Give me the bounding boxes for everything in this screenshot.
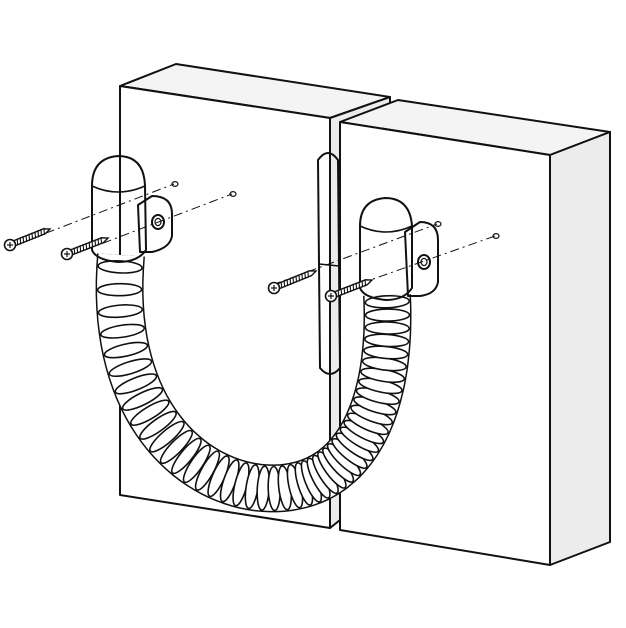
drill-hole [229, 191, 237, 198]
hose-rib [97, 304, 144, 319]
hose-rib [99, 323, 146, 339]
mounting-screws [3, 227, 374, 303]
right-panel-side [549, 131, 611, 566]
hose-rib [170, 437, 202, 475]
hose-rib [121, 386, 164, 411]
right-panel-front [339, 121, 551, 566]
screw [3, 227, 52, 252]
left-cap-mount-hole [151, 214, 165, 230]
hose-rib [364, 308, 411, 322]
hose-rib [129, 399, 170, 426]
hinge-barrel [317, 152, 341, 375]
hose-rib [103, 341, 149, 359]
hose-rib [108, 358, 153, 378]
right-end-cap [359, 197, 439, 301]
drill-hole [492, 233, 500, 240]
hose-rib [97, 260, 143, 274]
drill-hole [434, 221, 442, 228]
screw [324, 279, 374, 303]
right-cap-flange [404, 221, 439, 297]
right-panel [339, 99, 611, 566]
left-cap-body [91, 155, 147, 263]
screw [60, 237, 110, 261]
hose-rib [139, 410, 177, 440]
flexible-hose [95, 253, 412, 513]
right-cap-mount-hole [417, 254, 431, 270]
hose-rib [159, 429, 194, 465]
hose-rib [364, 321, 411, 335]
drill-holes [171, 181, 500, 240]
screw [267, 270, 318, 295]
hose-rib [149, 420, 185, 453]
hose-rib [96, 282, 143, 297]
hinge [317, 152, 341, 375]
drill-guide-lines [27, 183, 496, 297]
drill-hole [171, 181, 179, 188]
hose-rib [114, 373, 158, 395]
left-end-cap [91, 155, 173, 263]
right-cap-body [359, 197, 413, 301]
left-cap-flange [137, 195, 173, 253]
